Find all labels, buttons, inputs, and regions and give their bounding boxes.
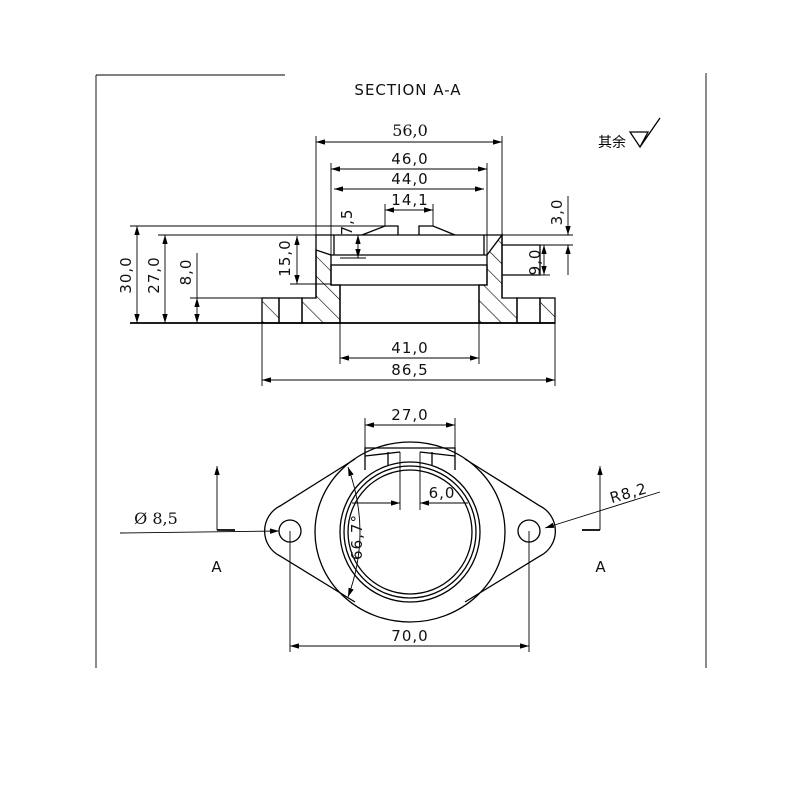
- dim-30: 30,0: [117, 256, 135, 293]
- flange-lobe-right: [464, 458, 556, 603]
- roughness-note: 其余: [598, 134, 626, 151]
- hole-diameter: Ø 8,5: [134, 509, 178, 528]
- plan-view: [264, 441, 556, 623]
- hatch-flange-right-outer: [539, 297, 556, 324]
- dim-7-5: 7,5: [338, 209, 356, 236]
- dim-9: 9,0: [526, 249, 544, 276]
- dim-41: 41,0: [391, 339, 428, 357]
- surface-roughness-symbol: 其余: [598, 117, 661, 151]
- hatch-body-left: [301, 249, 341, 324]
- dim-15: 15,0: [276, 239, 294, 276]
- flange-lobe-left: [264, 458, 356, 603]
- dim-8: 8,0: [177, 259, 195, 286]
- plan-dim-27: 27,0: [391, 406, 428, 424]
- dim-14-1: 14,1: [391, 191, 428, 209]
- section-title: SECTION A-A: [354, 81, 461, 99]
- plan-dim-6: 6,0: [429, 484, 456, 502]
- hatch-body-right: [478, 233, 518, 324]
- plan-angle: 66,7°: [348, 514, 366, 560]
- dim-3: 3,0: [548, 199, 566, 226]
- dim-27: 27,0: [145, 256, 163, 293]
- dim-46: 46,0: [391, 150, 428, 168]
- dim-86-5: 86,5: [391, 361, 428, 379]
- dim-56: 56,0: [392, 121, 428, 140]
- drawing-frame: [95, 73, 707, 668]
- section-label-right: A: [595, 558, 606, 576]
- hatch-flange-left-outer: [261, 297, 280, 324]
- outer-ring: [314, 441, 506, 623]
- section-marker-right: A: [582, 466, 606, 576]
- section-view: [130, 225, 556, 324]
- plan-dim-70: 70,0: [391, 627, 428, 645]
- lobe-radius: R8,2: [608, 479, 650, 507]
- dim-44: 44,0: [391, 170, 428, 188]
- plan-dimensions: 27,0 6,0 66,7° Ø 8,5 R8,2 70,0: [119, 406, 661, 652]
- section-dimensions: 56,0 46,0 44,0 14,1 7,5 15,0 30,0 27,0 8…: [117, 121, 573, 386]
- section-marker-left: A: [211, 466, 235, 576]
- section-label-left: A: [211, 558, 222, 576]
